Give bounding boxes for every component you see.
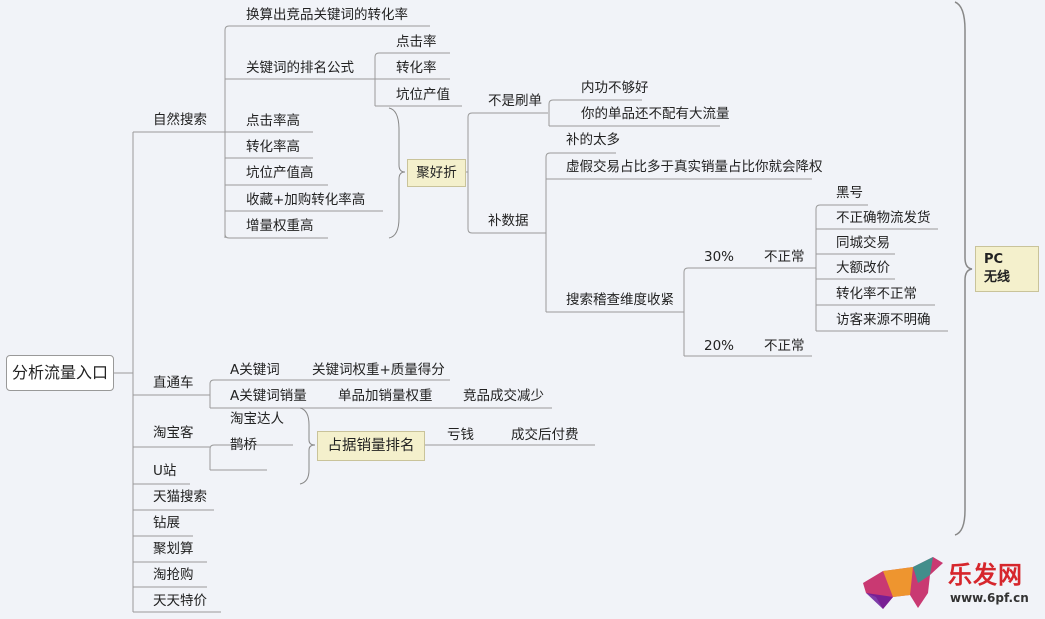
node-a-keyword-sales[interactable]: A关键词销量 [230, 388, 307, 404]
node-juhuasuan[interactable]: 聚划算 [153, 541, 194, 557]
node-big-price-change[interactable]: 大额改价 [836, 260, 890, 276]
bull-logo-icon [863, 557, 943, 609]
node-fav-cart-cvr[interactable]: 收藏+加购转化率高 [246, 192, 366, 208]
node-formula-slot-value[interactable]: 坑位产值 [396, 87, 450, 103]
node-ranking-formula[interactable]: 关键词的排名公式 [246, 60, 354, 76]
node-unclear-source[interactable]: 访客来源不明确 [836, 312, 931, 328]
node-zuanzhan[interactable]: 钻展 [153, 515, 180, 531]
node-30pct[interactable]: 30% [704, 249, 735, 265]
node-tmall-search[interactable]: 天猫搜索 [153, 489, 207, 505]
node-competitor-less[interactable]: 竞品成交减少 [463, 388, 544, 404]
node-abnormal-30[interactable]: 不正常 [764, 249, 805, 265]
node-competitor-conversion[interactable]: 换算出竞品关键词的转化率 [246, 7, 408, 23]
node-taobaoke[interactable]: 淘宝客 [153, 425, 194, 441]
summary-pc-mobile[interactable]: PC 无线 [975, 246, 1039, 292]
node-fake-data[interactable]: 补数据 [488, 213, 529, 229]
node-abnormal-cvr[interactable]: 转化率不正常 [836, 286, 917, 302]
node-fake-ratio[interactable]: 虚假交易占比多于真实销量占比你就会降权 [566, 159, 823, 175]
node-pay-after-deal[interactable]: 成交后付费 [511, 427, 579, 443]
node-lose-money[interactable]: 亏钱 [447, 427, 474, 443]
node-high-cvr[interactable]: 转化率高 [246, 139, 300, 155]
node-weak-fundamentals[interactable]: 内功不够好 [581, 80, 649, 96]
summary-sales-rank[interactable]: 占据销量排名 [317, 431, 425, 461]
node-queqiao[interactable]: 鹊桥 [230, 437, 257, 453]
watermark-logo: 乐发网 www.6pf.cn [858, 553, 1038, 613]
node-not-worthy[interactable]: 你的单品还不配有大流量 [581, 106, 730, 122]
node-abnormal-20[interactable]: 不正常 [764, 338, 805, 354]
watermark-url: www.6pf.cn [950, 591, 1029, 605]
node-not-brushing[interactable]: 不是刷单 [488, 93, 542, 109]
summary-juhaozhe[interactable]: 聚好折 [407, 159, 466, 187]
watermark-name: 乐发网 [948, 561, 1023, 589]
node-a-keyword[interactable]: A关键词 [230, 362, 280, 378]
mobile-label: 无线 [984, 270, 1011, 285]
node-20pct[interactable]: 20% [704, 338, 735, 354]
node-keyword-weight[interactable]: 关键词权重+质量得分 [312, 362, 445, 378]
node-inspection-tightened[interactable]: 搜索稽查维度收紧 [566, 292, 674, 308]
node-taobao-daren[interactable]: 淘宝达人 [230, 411, 284, 427]
node-too-much[interactable]: 补的太多 [566, 132, 620, 148]
node-tiantiantejia[interactable]: 天天特价 [153, 593, 207, 609]
node-wrong-logistics[interactable]: 不正确物流发货 [836, 210, 931, 226]
node-same-city[interactable]: 同城交易 [836, 235, 890, 251]
node-high-slot-value[interactable]: 坑位产值高 [246, 165, 314, 181]
node-high-ctr[interactable]: 点击率高 [246, 113, 300, 129]
node-incremental-weight[interactable]: 增量权重高 [246, 218, 314, 234]
node-formula-ctr[interactable]: 点击率 [396, 34, 437, 50]
root-node[interactable]: 分析流量入口 [6, 355, 114, 391]
node-sales-weight[interactable]: 单品加销量权重 [338, 388, 433, 404]
node-taoqianggou[interactable]: 淘抢购 [153, 567, 194, 583]
node-ztc[interactable]: 直通车 [153, 375, 194, 391]
node-natural-search[interactable]: 自然搜索 [153, 112, 207, 128]
pc-label: PC [984, 252, 1004, 267]
node-formula-cvr[interactable]: 转化率 [396, 60, 437, 76]
node-u-station[interactable]: U站 [153, 463, 177, 479]
node-black-account[interactable]: 黑号 [836, 185, 863, 201]
